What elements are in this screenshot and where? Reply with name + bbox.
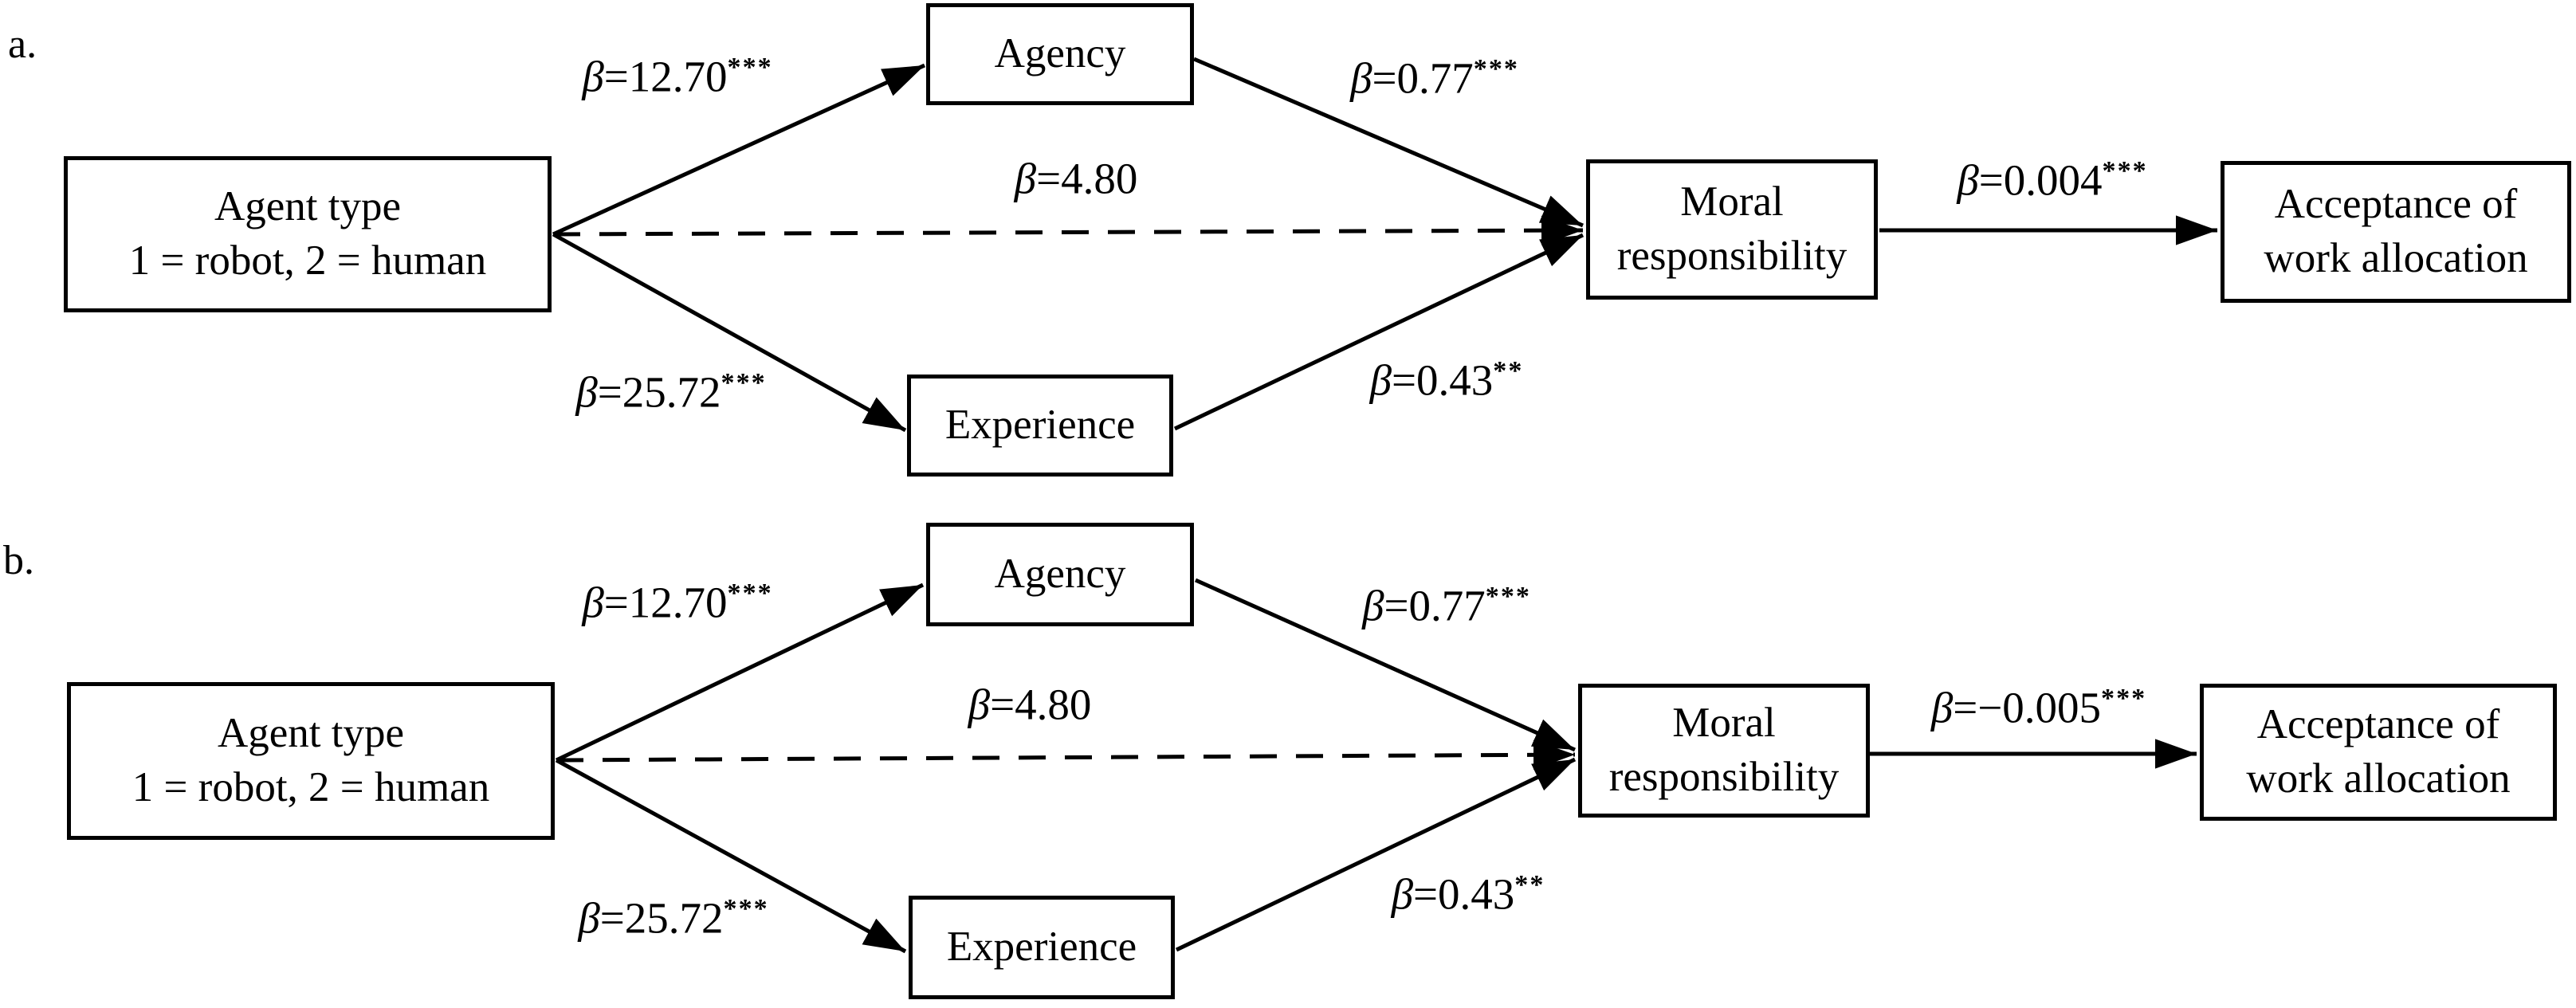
beta-value: =4.80 — [1036, 154, 1138, 203]
node-text-line: Moral — [1680, 178, 1784, 226]
beta-symbol: β — [582, 52, 604, 101]
node-text-line: work allocation — [2264, 235, 2528, 281]
edge-experience-moral-b — [1175, 757, 1577, 952]
node-text-line: Experience — [944, 402, 1136, 449]
beta-symbol: β — [1957, 155, 1979, 205]
beta-value: =25.72 — [597, 367, 721, 417]
beta-value: =0.77 — [1372, 53, 1474, 103]
beta-symbol: β — [575, 367, 598, 417]
beta-symbol: β — [1369, 355, 1392, 405]
node-moral-responsibility-b: Moral responsibility — [1578, 684, 1870, 818]
edge-agent-agency-b — [555, 582, 925, 763]
beta-value: =25.72 — [599, 893, 724, 943]
node-text-line: Experience — [946, 924, 1137, 971]
beta-symbol: β — [582, 578, 604, 627]
beta-symbol: β — [1350, 53, 1372, 103]
node-text-line: Acceptance of — [2274, 181, 2518, 228]
significance-stars: *** — [2101, 684, 2147, 714]
node-text-line: responsibility — [1616, 233, 1848, 279]
significance-stars: *** — [727, 53, 773, 83]
beta-symbol: β — [1362, 581, 1384, 630]
node-acceptance-b: Acceptance of work allocation — [2200, 684, 2557, 821]
coef-moral-acceptance-b: β=−0.005*** — [1931, 683, 2146, 733]
edge-agent-moral-direct-a — [552, 215, 1584, 245]
node-experience-b: Experience — [909, 896, 1175, 999]
beta-symbol: β — [578, 893, 600, 943]
beta-value: =0.004 — [1978, 155, 2103, 205]
coef-experience-moral-b: β=0.43** — [1392, 869, 1545, 920]
coef-agency-moral-b: β=0.77*** — [1362, 581, 1531, 631]
coef-agent-experience-a: β=25.72*** — [575, 367, 766, 418]
beta-symbol: β — [968, 680, 991, 729]
node-text-line: Moral — [1672, 700, 1776, 747]
node-agent-type-b: Agent type 1 = robot, 2 = human — [67, 682, 555, 840]
significance-stars: *** — [2102, 156, 2148, 186]
coef-agent-agency-a: β=12.70*** — [582, 52, 772, 102]
edge-agent-experience-a — [552, 232, 907, 433]
node-acceptance-a: Acceptance of work allocation — [2221, 161, 2571, 303]
coef-agent-agency-b: β=12.70*** — [582, 578, 772, 628]
panel-a-label: a. — [8, 22, 37, 67]
edge-agent-agency-a — [552, 63, 926, 237]
coef-agency-moral-a: β=0.77*** — [1350, 53, 1519, 104]
node-experience-a: Experience — [907, 375, 1173, 477]
beta-symbol: β — [1014, 154, 1037, 203]
significance-stars: ** — [1493, 356, 1524, 386]
significance-stars: *** — [721, 368, 767, 398]
coef-agent-experience-b: β=25.72*** — [578, 893, 768, 943]
beta-symbol: β — [1930, 683, 1954, 732]
edge-agency-moral-b — [1194, 578, 1577, 752]
node-text-line: 1 = robot, 2 = human — [128, 237, 487, 284]
node-agency-b: Agency — [926, 523, 1194, 626]
significance-stars: *** — [1473, 54, 1519, 84]
node-text-line: Agent type — [214, 183, 402, 230]
edge-agency-moral-a — [1193, 57, 1584, 228]
node-moral-responsibility-a: Moral responsibility — [1586, 159, 1878, 300]
beta-value: =0.43 — [1392, 355, 1494, 405]
significance-stars: *** — [1485, 582, 1531, 612]
beta-value: =0.77 — [1384, 581, 1486, 630]
coef-agent-moral-direct-a: β=4.80 — [1015, 154, 1138, 204]
beta-symbol: β — [1391, 869, 1414, 919]
significance-stars: *** — [727, 579, 773, 609]
coef-experience-moral-a: β=0.43** — [1370, 355, 1524, 406]
node-text-line: Agency — [994, 30, 1126, 77]
node-agent-type-a: Agent type 1 = robot, 2 = human — [64, 156, 552, 312]
coef-moral-acceptance-a: β=0.004*** — [1957, 155, 2147, 206]
beta-value: =12.70 — [603, 52, 728, 101]
node-text-line: work allocation — [2246, 755, 2511, 802]
node-text-line: responsibility — [1608, 754, 1840, 800]
panel-b-label: b. — [3, 538, 34, 583]
node-text-line: 1 = robot, 2 = human — [132, 764, 490, 810]
node-agency-a: Agency — [926, 3, 1194, 105]
node-text-line: Agency — [994, 551, 1126, 598]
beta-value: =4.80 — [990, 680, 1092, 729]
beta-value: =−0.005 — [1953, 683, 2102, 732]
edge-experience-moral-a — [1173, 233, 1584, 431]
coef-agent-moral-direct-b: β=4.80 — [968, 680, 1092, 730]
beta-value: =12.70 — [603, 578, 728, 627]
edge-agent-moral-direct-b — [556, 739, 1576, 770]
significance-stars: ** — [1514, 870, 1545, 900]
node-text-line: Acceptance of — [2256, 701, 2500, 748]
significance-stars: *** — [723, 894, 769, 924]
beta-value: =0.43 — [1413, 869, 1515, 919]
edge-agent-experience-b — [555, 758, 907, 954]
node-text-line: Agent type — [217, 710, 405, 757]
